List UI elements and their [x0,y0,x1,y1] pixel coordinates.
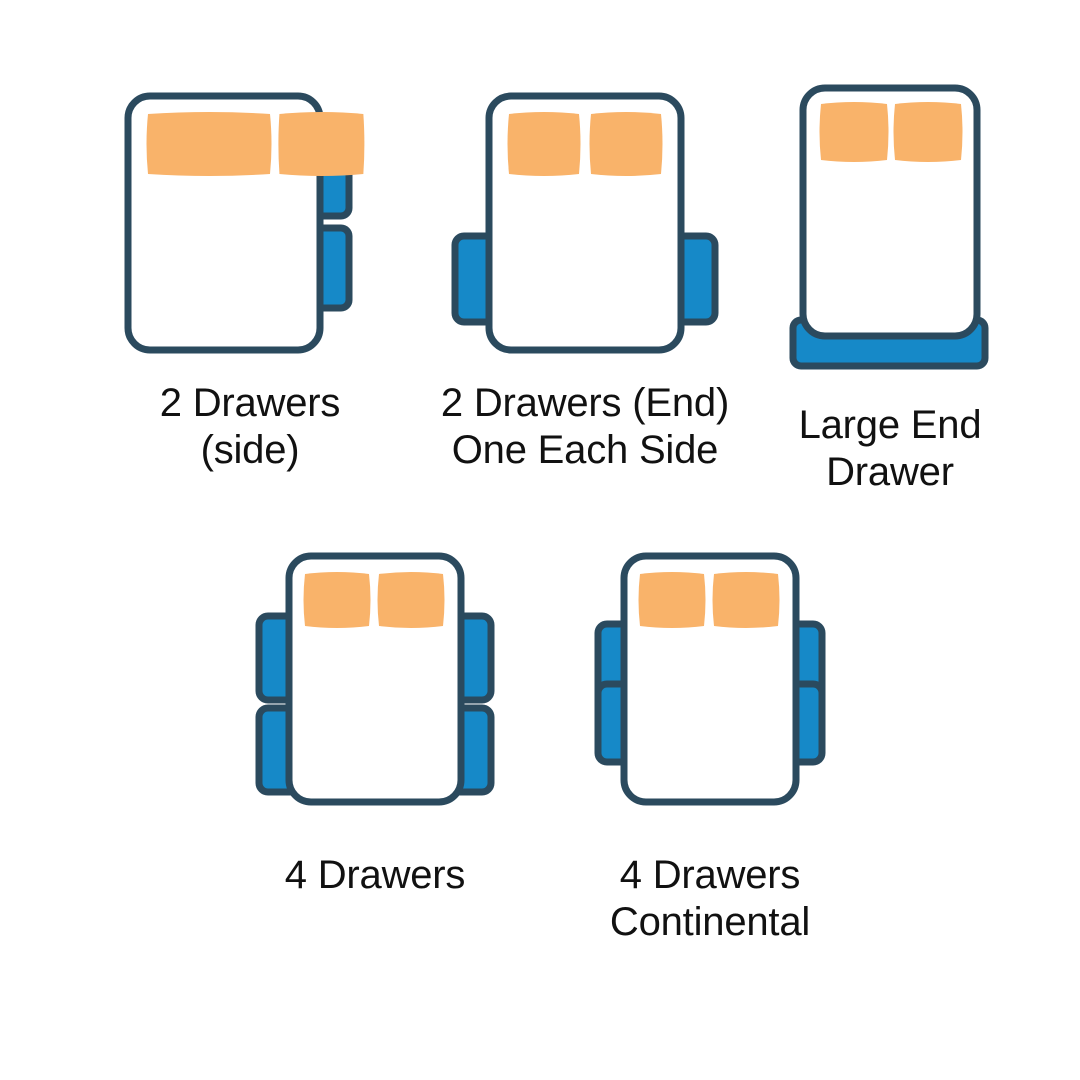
bed-label-large-end-drawer: Large End Drawer [798,403,982,495]
pillow-left [638,572,706,628]
bed-label-four-drawers-continental: 4 Drawers Continental [609,853,811,945]
bed-label-two-drawers-side: 2 Drawers (side) [159,381,341,473]
bed-option-two-drawers-end[interactable]: 2 Drawers (End) One Each Side [395,88,775,474]
pillow-right [589,112,663,176]
bed-label-two-drawers-end: 2 Drawers (End) One Each Side [440,381,730,473]
pillow-right [278,112,365,176]
bed-option-four-drawers[interactable]: 4 Drawers [205,548,545,899]
bed-icon-large-end-drawer [785,80,995,376]
pillow-right [712,572,780,628]
bed-icon-two-drawers-end [449,88,721,358]
pillow-left [303,572,371,628]
bed-option-large-end-drawer[interactable]: Large End Drawer [725,80,1055,496]
bed-label-four-drawers: 4 Drawers [284,853,466,897]
pillow-left [507,112,581,176]
pillow-left [819,102,889,162]
pillow-right [377,572,445,628]
pillow-left [146,112,272,176]
bed-option-four-drawers-continental[interactable]: 4 Drawers Continental [540,548,880,946]
bed-icon-four-drawers [253,548,497,810]
bed-option-two-drawers-side[interactable]: 2 Drawers (side) [60,88,440,474]
pillow-right [893,102,963,162]
bed-icon-two-drawers-side [120,88,380,358]
bed-icon-four-drawers-continental [588,548,832,810]
